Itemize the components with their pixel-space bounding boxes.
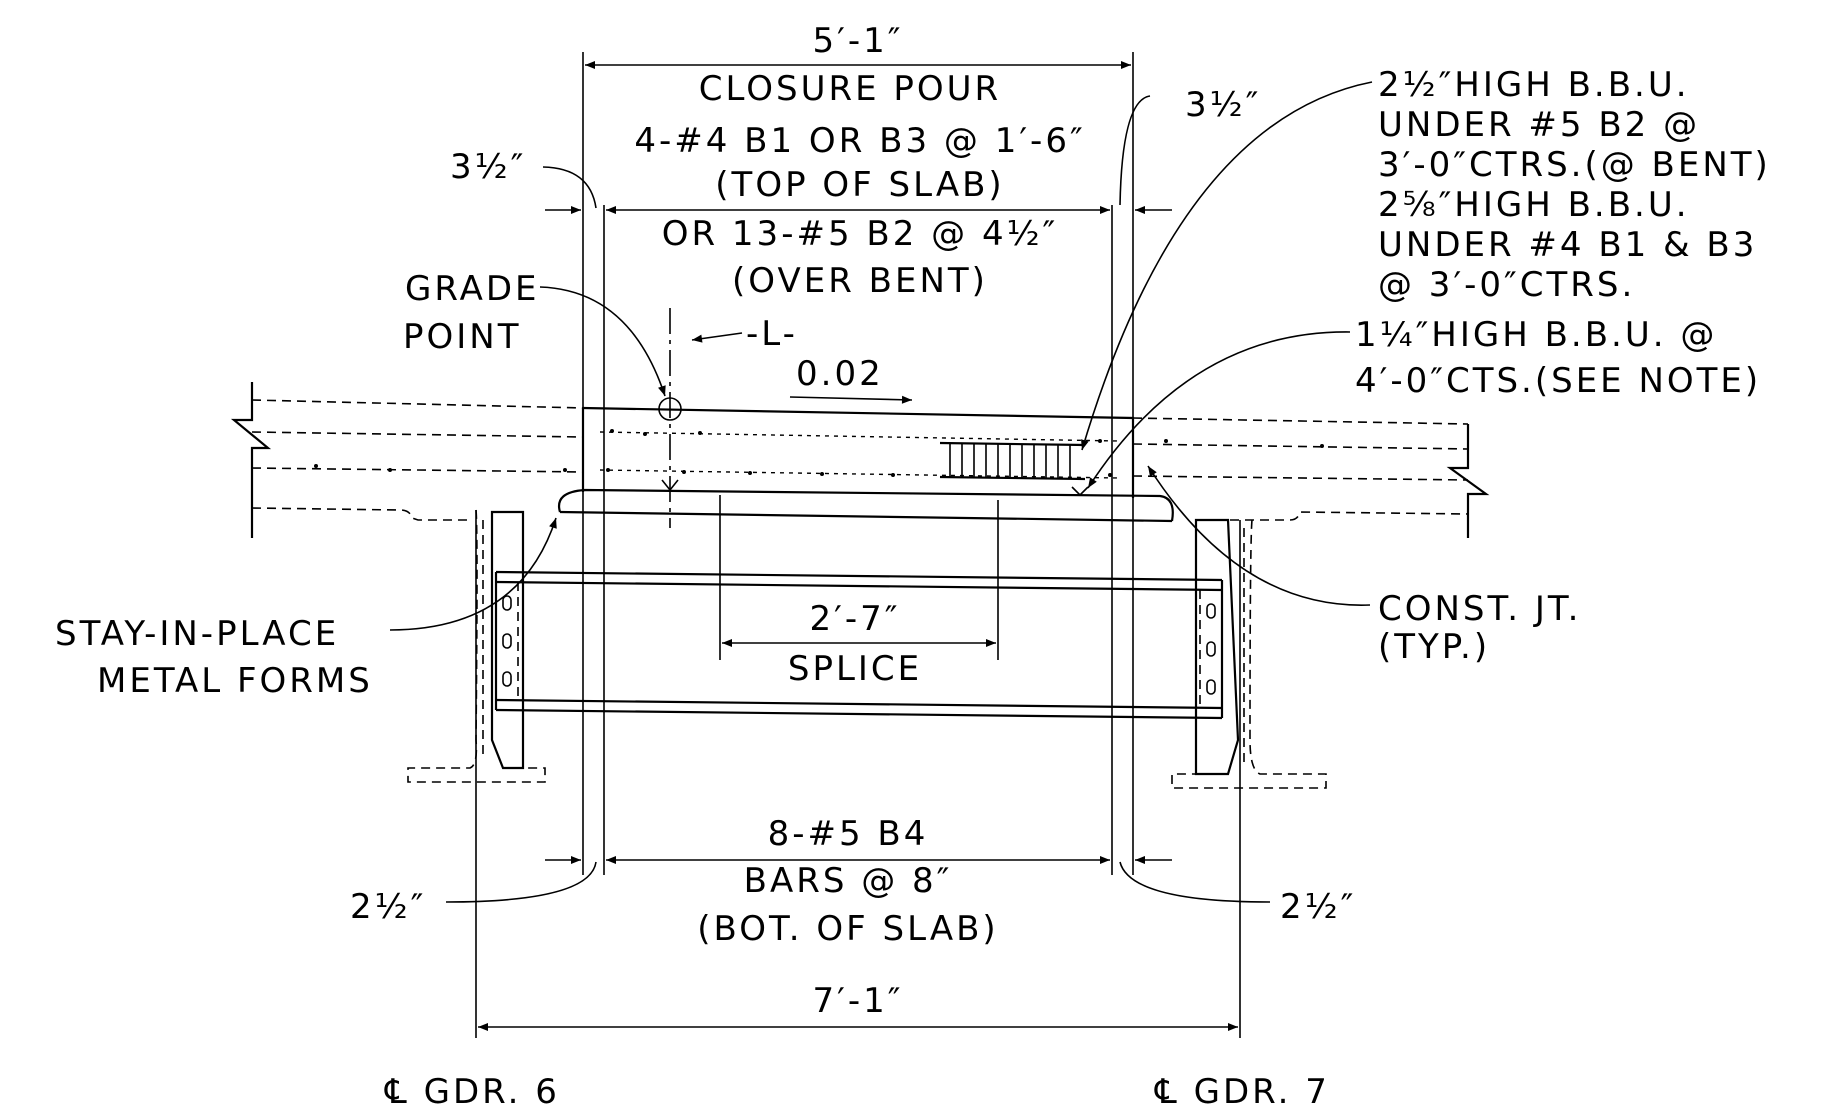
girder-7 [1171, 518, 1327, 789]
bottom-bars-line-3: (BOT. OF SLAB) [697, 909, 998, 949]
dimension-lines [478, 61, 1238, 1031]
girder-7-label: ℄ GDR. 7 [1154, 1072, 1330, 1112]
annotation-text: 5′-1″ CLOSURE POUR 4-#4 B1 OR B3 @ 1′-6″… [55, 21, 1771, 1112]
bar-support-bolster [939, 441, 1089, 497]
baseline-label: -L- [746, 314, 798, 354]
grade-point-symbol [658, 308, 682, 528]
forms-label-2: METAL FORMS [97, 661, 373, 701]
clear-right-bottom-dim: 2½″ [1280, 887, 1356, 927]
clear-right-top-dim: 3½″ [1185, 85, 1261, 125]
slope-label: 0.02 [796, 354, 884, 394]
grade-point-label-2: POINT [403, 317, 522, 357]
existing-deck-left [230, 382, 584, 538]
bbu-spacing-line-1: 1¼″HIGH B.B.U. @ [1355, 315, 1717, 355]
leader-lines [389, 81, 1373, 903]
clear-left-bottom-dim: 2½″ [350, 887, 426, 927]
existing-deck-right [1132, 417, 1490, 538]
const-jt-label-2: (TYP.) [1378, 627, 1490, 667]
girder-spacing-dim: 7′-1″ [813, 981, 904, 1021]
top-bars-line-1: 4-#4 B1 OR B3 @ 1′-6″ [634, 121, 1085, 161]
bbu-note-line-2: UNDER #5 B2 @ [1378, 105, 1700, 145]
top-bars-line-3: OR 13-#5 B2 @ 4½″ [662, 214, 1059, 254]
splice-length-dim: 2′-7″ [810, 599, 901, 639]
bbu-note-line-6: @ 3′-0″CTRS. [1378, 265, 1635, 305]
closure-width-dim: 5′-1″ [813, 21, 904, 61]
top-bars-line-2: (TOP OF SLAB) [715, 165, 1004, 205]
concrete-aggregate-marks [314, 429, 1324, 477]
closure-pour-slab [557, 406, 1174, 523]
forms-label-1: STAY-IN-PLACE [55, 614, 339, 654]
grade-point-label-1: GRADE [405, 269, 540, 309]
extension-lines [475, 52, 1241, 1038]
clear-left-top-dim: 3½″ [450, 147, 526, 187]
bbu-note-line-1: 2½″HIGH B.B.U. [1378, 65, 1690, 105]
bottom-bars-line-1: 8-#5 B4 [768, 814, 929, 854]
bbu-note-line-4: 2⅝″HIGH B.B.U. [1378, 185, 1690, 225]
bbu-spacing-line-2: 4′-0″CTS.(SEE NOTE) [1355, 361, 1761, 401]
top-bars-line-4: (OVER BENT) [732, 261, 988, 301]
bbu-note-line-3: 3′-0″CTRS.(@ BENT) [1378, 145, 1771, 185]
diaphragm [494, 570, 1224, 720]
girder-6-label: ℄ GDR. 6 [384, 1072, 560, 1112]
closure-pour-title: CLOSURE POUR [699, 69, 1001, 109]
bbu-note-line-5: UNDER #4 B1 & B3 [1378, 225, 1757, 265]
bottom-bars-line-2: BARS @ 8″ [744, 861, 953, 901]
splice-label: SPLICE [788, 649, 922, 689]
const-jt-label-1: CONST. JT. [1378, 589, 1581, 629]
